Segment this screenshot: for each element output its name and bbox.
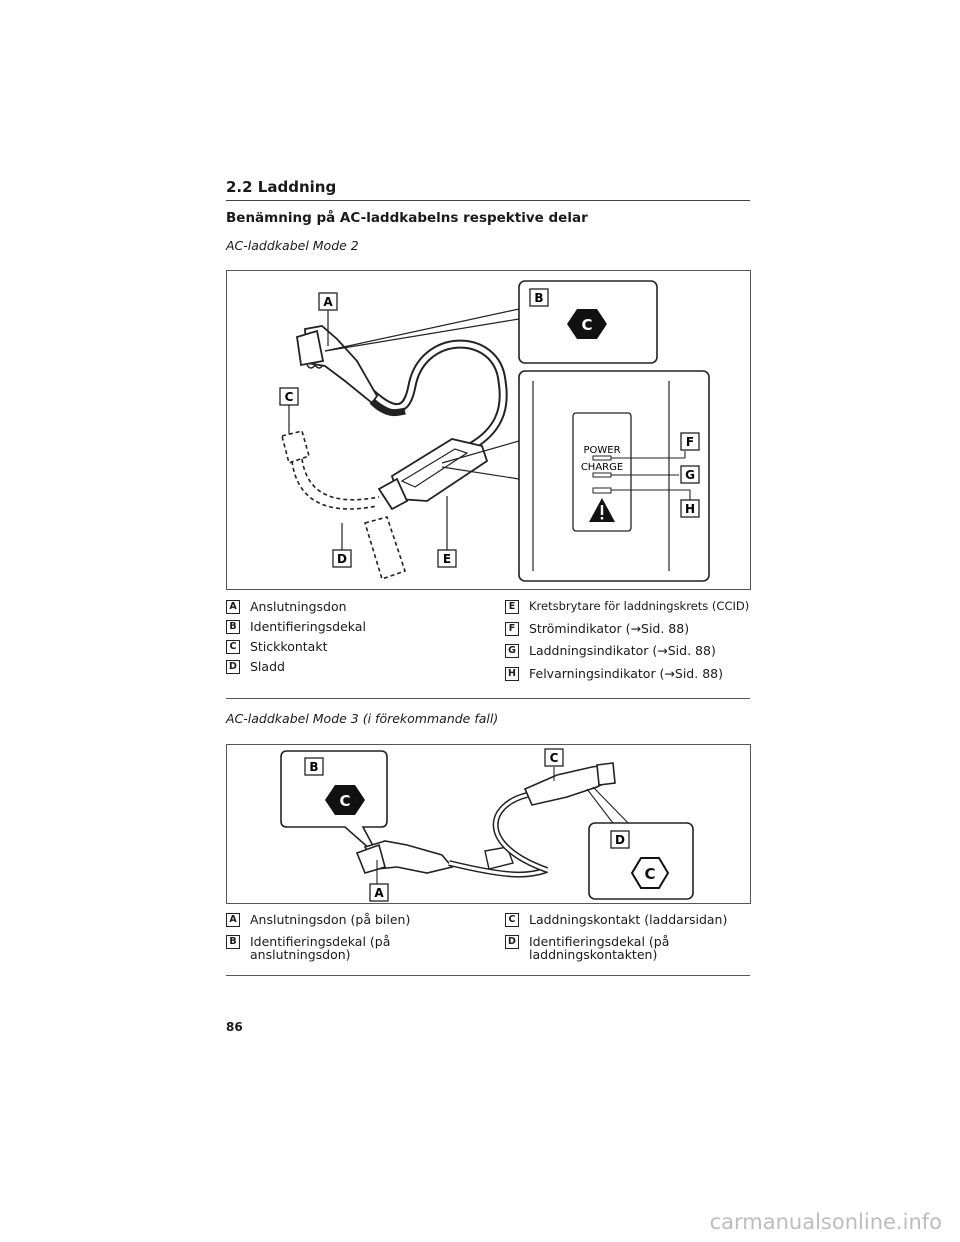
legend-item: D Identifieringsdekal (på laddningskontak…	[505, 935, 710, 965]
svg-text:E: E	[443, 552, 451, 566]
legend-text: Anslutningsdon	[250, 599, 347, 614]
mode3-figure: B C A C D	[226, 744, 751, 904]
legend-text: Laddningskontakt (laddarsidan)	[529, 912, 728, 927]
mode2-callout-f: F	[680, 432, 700, 451]
legend-item: A Anslutningsdon	[226, 600, 486, 620]
legend-text: Felvarningsindikator (→Sid. 88)	[529, 666, 723, 681]
svg-text:A: A	[323, 295, 333, 309]
mode2-callout-h: H	[680, 499, 700, 518]
legend-item: F Strömindikator (→Sid. 88)	[505, 622, 755, 644]
legend-key: D	[226, 660, 240, 674]
legend-item: C Laddningskontakt (laddarsidan)	[505, 913, 755, 935]
mode3-legend-left: A Anslutningsdon (på bilen) B Identifierin…	[226, 913, 486, 965]
mode3-illustration: B C A C D	[280, 748, 694, 902]
mode3-callout-c: C	[544, 748, 564, 767]
legend-item: C Stickkontakt	[226, 640, 486, 660]
legend-item: A Anslutningsdon (på bilen)	[226, 913, 486, 935]
legend-item: H Felvarningsindikator (→Sid. 88)	[505, 667, 755, 689]
mode2-decal-hexagon: C	[567, 309, 607, 339]
mode3-decal-hexagon-b: C	[325, 785, 365, 815]
page-heading: Benämning på AC-laddkabelns respektive d…	[226, 210, 588, 226]
watermark: carmanualsonline.info	[709, 1210, 942, 1234]
svg-text:D: D	[615, 833, 625, 847]
mode2-callout-g: G	[680, 465, 700, 484]
svg-text:A: A	[374, 886, 384, 900]
legend-key: H	[505, 667, 519, 681]
charge-indicator-lamp	[592, 472, 612, 478]
mode2-title: AC-laddkabel Mode 2	[226, 238, 359, 253]
mode2-legend-left: A Anslutningsdon B Identifieringsdekal C St…	[226, 600, 486, 680]
error-indicator-lamp	[592, 487, 612, 494]
legend-key: B	[226, 935, 240, 949]
legend-item: B Identifieringsdekal (på anslutningsdon)	[226, 935, 416, 965]
legend-key: A	[226, 600, 240, 614]
mode3-legend-right: C Laddningskontakt (laddarsidan) D Identif…	[505, 913, 755, 965]
legend-key: A	[226, 913, 240, 927]
warning-triangle-icon	[589, 498, 615, 522]
section-title: 2.2 Laddning	[226, 178, 337, 196]
legend-key: B	[226, 620, 240, 634]
legend-key: E	[505, 600, 519, 614]
mode3-decal-hexagon-d: C	[630, 857, 670, 889]
legend-key: D	[505, 935, 519, 949]
legend-item: E Kretsbrytare för laddningskrets (CCID)	[505, 600, 755, 622]
legend-item: B Identifieringsdekal	[226, 620, 486, 640]
bottom-rule	[226, 975, 750, 976]
svg-text:F: F	[686, 435, 694, 449]
charge-label: CHARGE	[581, 462, 623, 473]
svg-text:G: G	[685, 468, 695, 482]
svg-text:H: H	[685, 502, 695, 516]
mode2-callout-b: B	[529, 288, 549, 307]
legend-text: Stickkontakt	[250, 639, 328, 654]
mode3-callout-a: A	[369, 883, 389, 902]
mode2-callout-e: E	[437, 549, 457, 568]
mode2-figure: A C D E B C POWER CHARGE	[226, 270, 751, 590]
svg-text:B: B	[534, 291, 543, 305]
svg-text:D: D	[337, 552, 347, 566]
legend-text: Identifieringsdekal (på anslutningsdon)	[250, 934, 391, 962]
mode2-callout-d: D	[332, 549, 352, 568]
power-indicator-lamp	[592, 455, 612, 461]
legend-text: Laddningsindikator (→Sid. 88)	[529, 643, 716, 658]
legend-text: Identifieringsdekal (på laddningskontakt…	[529, 934, 670, 962]
legend-key: C	[505, 913, 519, 927]
svg-text:C: C	[339, 792, 350, 810]
mode2-callout-a: A	[318, 292, 338, 311]
mode2-callout-c: C	[279, 387, 299, 406]
svg-text:B: B	[309, 760, 318, 774]
section-rule	[226, 698, 750, 699]
indicator-panel	[572, 412, 632, 532]
page-number: 86	[226, 1020, 243, 1034]
section-divider	[226, 200, 750, 201]
legend-item: G Laddningsindikator (→Sid. 88)	[505, 644, 755, 667]
legend-key: G	[505, 644, 519, 658]
svg-text:C: C	[550, 751, 559, 765]
legend-text: Anslutningsdon (på bilen)	[250, 912, 411, 927]
svg-text:C: C	[644, 865, 655, 883]
mode3-callout-d: D	[610, 830, 630, 849]
legend-key: C	[226, 640, 240, 654]
legend-text: Kretsbrytare för laddningskrets (CCID)	[529, 599, 750, 613]
legend-text: Sladd	[250, 659, 285, 674]
mode2-illustration: A C D E B C POWER CHARGE	[279, 280, 710, 582]
svg-text:C: C	[285, 390, 294, 404]
legend-key: F	[505, 622, 519, 636]
legend-text: Identifieringsdekal	[250, 619, 366, 634]
legend-item: D Sladd	[226, 660, 486, 680]
mode3-title: AC-laddkabel Mode 3 (i förekommande fall…	[226, 711, 499, 726]
legend-text: Strömindikator (→Sid. 88)	[529, 621, 690, 636]
svg-text:C: C	[581, 316, 592, 334]
mode3-callout-b: B	[304, 757, 324, 776]
power-label: POWER	[583, 445, 620, 456]
